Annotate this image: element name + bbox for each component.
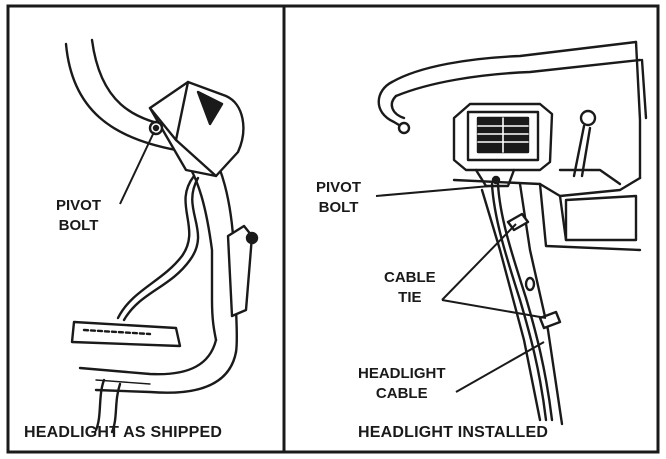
callout-line: BOLT bbox=[58, 217, 99, 234]
outer-border bbox=[6, 4, 660, 454]
callout-cable-tie: CABLE TIE bbox=[384, 268, 436, 308]
callout-line: PIVOT bbox=[56, 197, 102, 214]
leader-line-pivot-bolt-right bbox=[375, 185, 491, 197]
caption-headlight-installed: HEADLIGHT INSTALLED bbox=[358, 424, 549, 441]
callout-headlight-cable: HEADLIGHT CABLE bbox=[358, 364, 446, 404]
callout-line: HEADLIGHT bbox=[358, 365, 446, 382]
left-illustration bbox=[64, 38, 259, 434]
callout-line: TIE bbox=[398, 289, 422, 306]
leader-line-cable-tie-lower bbox=[441, 299, 547, 319]
callout-pivot-bolt-right: PIVOT BOLT bbox=[316, 178, 361, 218]
leader-line-headlight-cable bbox=[455, 341, 545, 393]
leader-line-pivot-bolt-left bbox=[119, 131, 155, 205]
callout-pivot-bolt-left: PIVOT BOLT bbox=[56, 196, 101, 236]
callout-line: CABLE bbox=[375, 385, 428, 402]
callout-line: CABLE bbox=[384, 269, 436, 286]
callout-line: PIVOT bbox=[316, 179, 362, 196]
caption-headlight-as-shipped: HEADLIGHT AS SHIPPED bbox=[24, 424, 223, 441]
callout-line: BOLT bbox=[318, 199, 359, 216]
right-illustration bbox=[377, 40, 648, 426]
leader-line-cable-tie-upper bbox=[441, 223, 517, 301]
